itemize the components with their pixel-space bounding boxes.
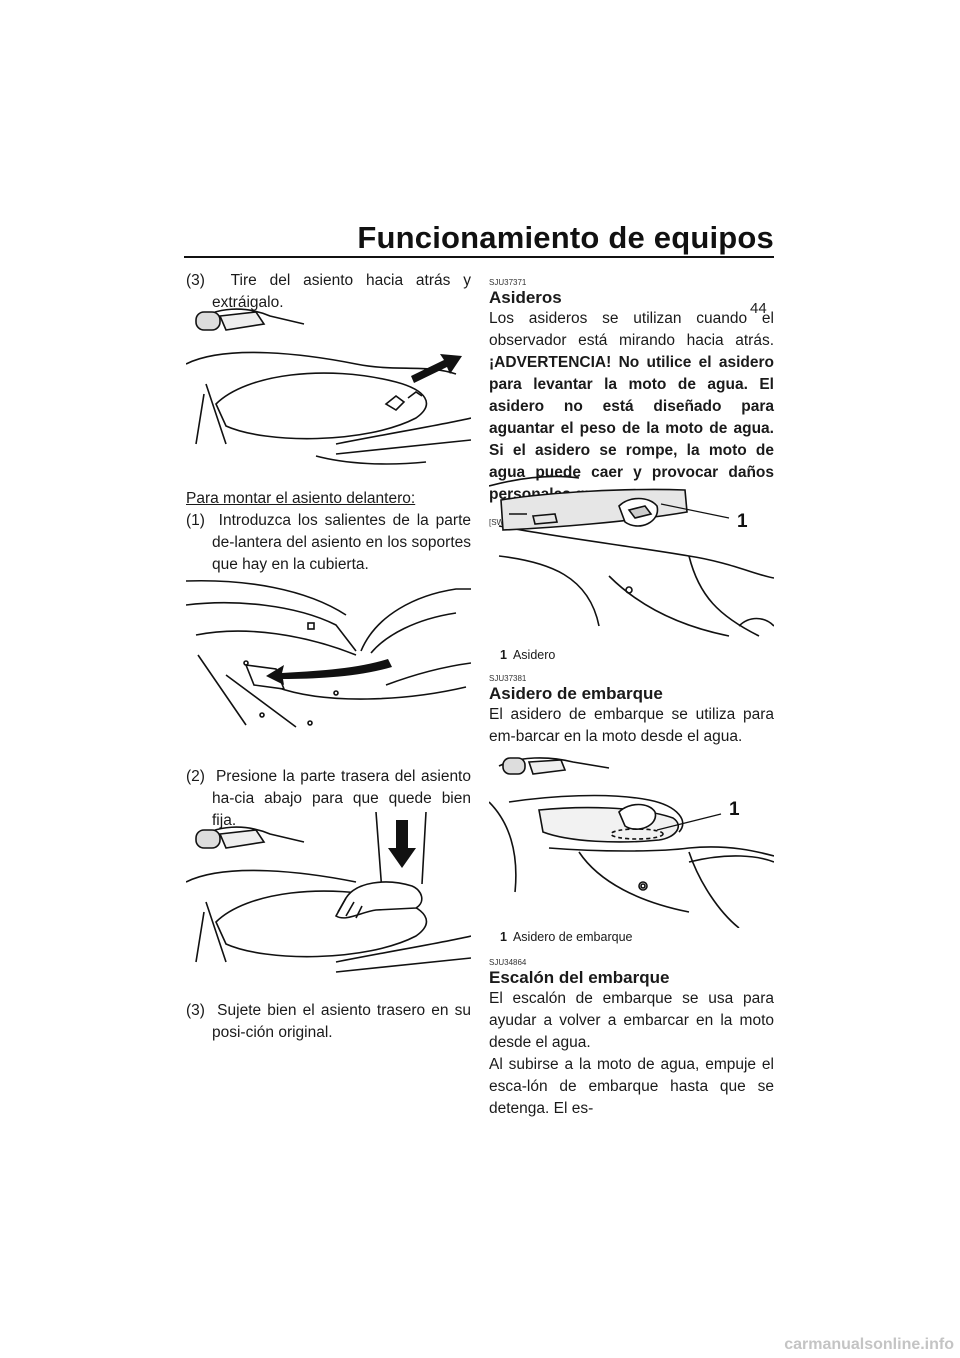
section-code-embarque: SJU37381 [489,674,527,683]
caption-num: 1 [500,648,507,662]
page-number: 44 [750,300,767,317]
left-step-rear-seat: (3) Sujete bien el asiento trasero en su… [186,1000,471,1044]
caption-asidero: 1 Asidero [489,648,774,663]
heading-asideros: Asideros [489,288,562,307]
left-step-press: (2) Presione la parte trasera del asient… [186,766,471,832]
step-3-remove: (3) Tire del asiento hacia atrás y extrá… [186,272,471,311]
figure-label-1: 1 [737,511,748,532]
left-install-text: Para montar el asiento delantero: (1) In… [186,488,471,576]
heading-escalon: Escalón del embarque [489,968,670,987]
caption-num: 1 [500,930,507,944]
asidero-embarque-text: El asidero de embarque se utiliza para e… [489,706,774,745]
asideros-text: Los asideros se utilizan cuando el obser… [489,310,774,349]
caption-asidero-embarque: 1 Asidero de embarque [489,930,774,945]
section-code-escalon: SJU34864 [489,958,527,967]
section-escalon: SJU34864 Escalón del embarque El escalón… [489,958,774,1120]
step-1-install: (1) Introduzca los salientes de la parte… [186,512,471,573]
figure-label-1: 1 [729,799,740,820]
left-step-remove: (3) Tire del asiento hacia atrás y extrá… [186,270,471,314]
figure-seat-removal [186,308,471,465]
section-asideros: SJU37371 Asideros Los asideros se utiliz… [489,278,774,528]
caption-label: Asidero [512,648,556,662]
escalon-text-1: El escalón de embarque se usa para ayuda… [489,990,774,1051]
caption-asidero-text: 1 Asidero [489,648,774,663]
escalon-text-2: Al subirse a la moto de agua, empuje el … [489,1056,774,1117]
caption-asidero-embarque-text: 1 Asidero de embarque [489,930,774,945]
asideros-body: Los asideros se utilizan cuando el obser… [489,308,774,506]
figure-seat-insert [186,579,471,728]
step-2-press: (2) Presione la parte trasera del asient… [186,768,471,829]
page-title: Funcionamiento de equipos [357,220,774,255]
install-subheading: Para montar el asiento delantero: [186,490,416,507]
heading-asidero-embarque: Asidero de embarque [489,684,663,703]
figure-asidero: 1 [489,475,774,637]
step-3-rear-seat: (3) Sujete bien el asiento trasero en su… [186,1002,471,1041]
section-asidero-embarque: SJU37381 Asidero de embarque El asidero … [489,674,774,748]
caption-label: Asidero de embarque [512,930,633,944]
header-rule [184,256,774,258]
section-code-asideros: SJU37371 [489,278,527,287]
figure-seat-press [186,812,471,973]
figure-asidero-embarque: 1 [489,757,774,928]
watermark: carmanualsonline.info [784,1336,954,1353]
